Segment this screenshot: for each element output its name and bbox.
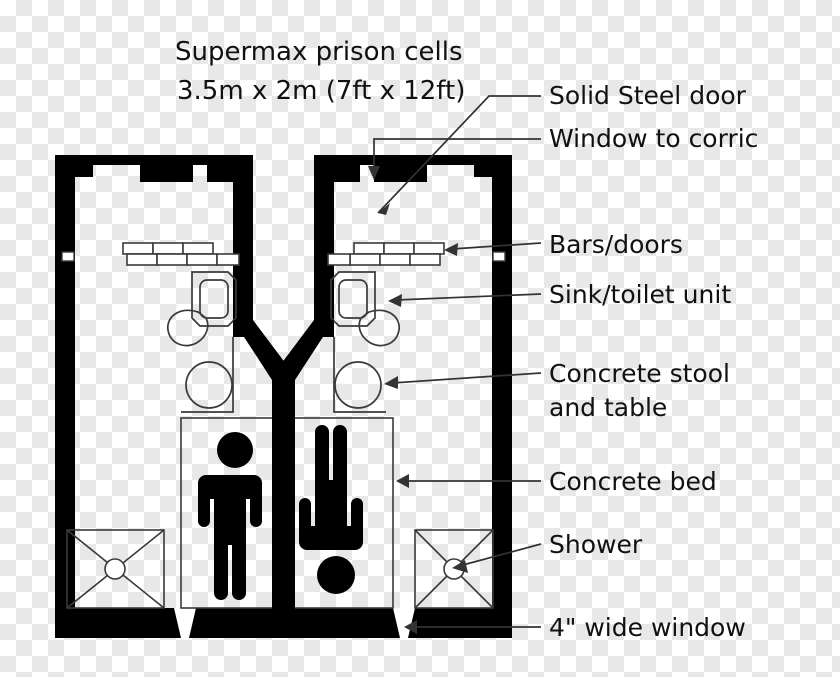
leader-arrow-bars-doors: [444, 243, 458, 256]
label-concrete-stool-line1: Concrete stool: [549, 359, 730, 388]
right-cell-outer-wall: [492, 155, 512, 630]
left-cell-corridor-window: [75, 155, 193, 165]
label-sink-toilet-unit: Sink/toilet unit: [549, 280, 731, 309]
label-shower: Shower: [549, 530, 643, 559]
label-narrow-window: 4" wide window: [549, 613, 746, 642]
right-cell-wall-slot: [492, 251, 506, 262]
right-cell-concrete-table: [333, 337, 386, 413]
left-cell-bars-doors: [122, 242, 240, 266]
leader-lines: [368, 95, 542, 634]
right-cell-bars-doors: [327, 242, 445, 266]
leader-shower: [458, 543, 542, 567]
label-concrete-bed: Concrete bed: [549, 467, 717, 496]
label-window-to-corridor: Window to corric: [549, 124, 758, 153]
left-cell: [55, 155, 287, 638]
right-cell-bottom-wall: [294, 608, 414, 638]
leader-arrow-shower: [452, 560, 468, 573]
right-cell-shower: [414, 529, 494, 609]
right-cell-sink-toilet-unit: [330, 271, 400, 347]
center-y-wall: [233, 320, 334, 638]
left-cell-sink-toilet-unit: [167, 271, 237, 347]
left-cell-outer-wall: [55, 155, 75, 630]
leader-arrow-solid-steel-door: [378, 203, 390, 215]
right-cell-steel-door: [374, 155, 427, 182]
right-cell-person-lying: [299, 425, 363, 594]
left-cell-wall-slot: [61, 251, 75, 262]
label-group: Solid Steel door Window to corric Bars/d…: [549, 81, 758, 642]
right-cell-corridor-window: [374, 155, 492, 165]
label-bars-doors: Bars/doors: [549, 230, 683, 259]
leader-solid-steel-door: [377, 95, 541, 214]
left-cell-bottom-wall-b: [195, 608, 273, 638]
leader-window-to-corridor: [373, 138, 541, 172]
label-solid-steel-door: Solid Steel door: [549, 81, 747, 110]
left-cell-concrete-stool: [185, 361, 233, 409]
right-cell-concrete-stool: [334, 361, 382, 409]
leader-arrow-sink-toilet: [388, 294, 402, 307]
leader-arrow-narrow-window: [404, 620, 417, 634]
right-cell-bottom-wall-b: [414, 608, 512, 638]
leader-arrow-window-to-corridor: [368, 166, 380, 180]
right-cell-top-wall-band: [334, 155, 374, 165]
leader-concrete-stool: [391, 372, 542, 384]
left-cell-top-wall-band: [193, 155, 233, 165]
right-cell-narrow-window-slot: [393, 608, 415, 638]
left-cell-concrete-table: [181, 337, 234, 413]
left-cell-narrow-window-slot: [174, 608, 196, 638]
right-cell-inner-wall: [314, 155, 334, 337]
title-line-2: 3.5m x 2m (7ft x 12ft): [177, 76, 465, 106]
left-cell-person-standing: [198, 432, 262, 600]
leader-sink-toilet: [395, 293, 542, 301]
left-cell-inner-wall: [233, 155, 253, 337]
diagram-title: Supermax prison cells 3.5m x 2m (7ft x 1…: [175, 37, 465, 106]
left-cell-shower: [66, 529, 165, 609]
leader-arrow-concrete-bed: [396, 474, 409, 488]
leader-arrow-concrete-stool: [384, 376, 398, 389]
title-line-1: Supermax prison cells: [175, 37, 463, 67]
label-concrete-stool-line2: and table: [549, 393, 667, 422]
left-cell-steel-door: [140, 155, 193, 182]
leader-bars-doors: [451, 242, 542, 250]
right-cell: [287, 155, 512, 638]
